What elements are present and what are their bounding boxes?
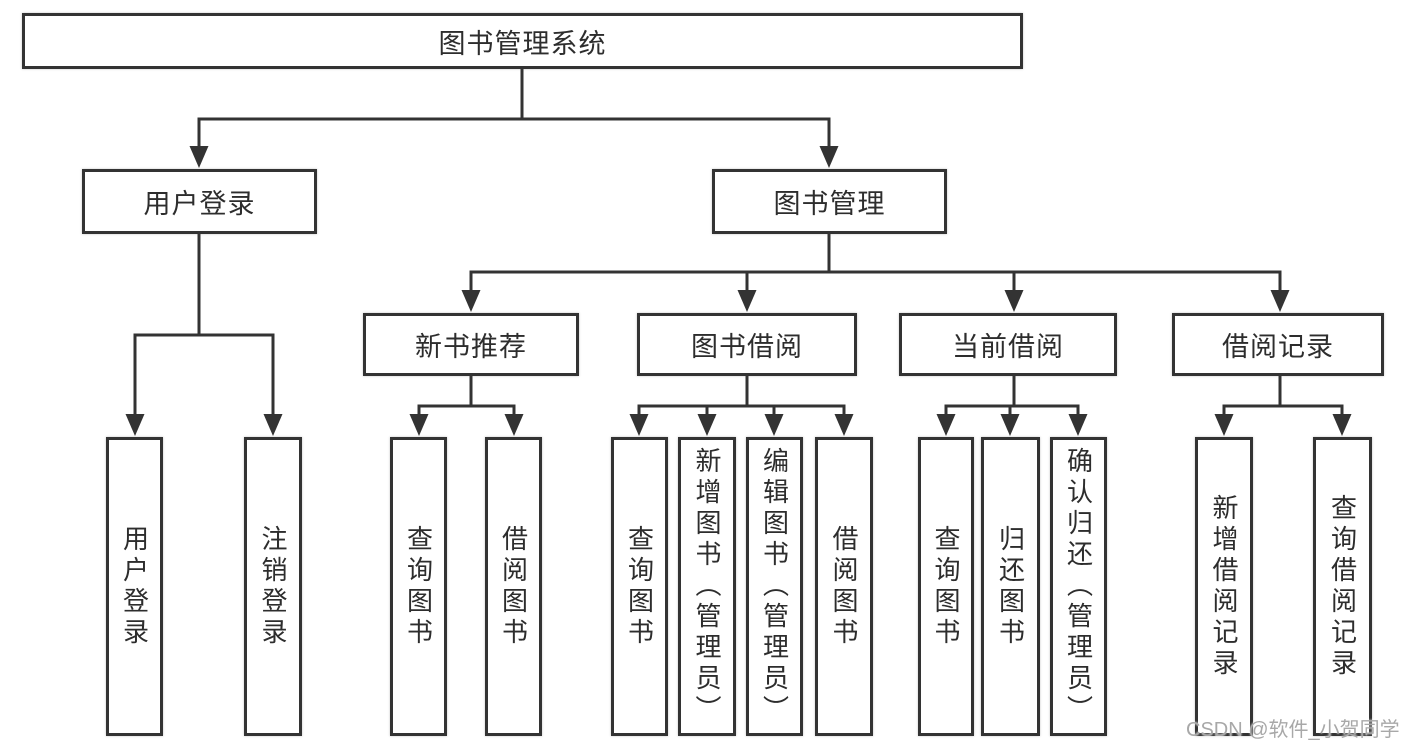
node-borrow-records: 借阅记录 [1172,313,1384,376]
node-current-borrow: 当前借阅 [899,313,1117,376]
leaf-label: 用户登录 [119,524,150,649]
arrow-down-icon [189,146,209,168]
arrow-down-icon [697,414,717,436]
node-label: 借阅记录 [1222,332,1334,362]
connector-bookborrow-split [637,404,846,421]
leaf-user-login: 用户登录 [106,437,163,736]
leaf-edit-book-admin: 编辑图书（管理员） [746,437,803,736]
csdn-watermark: CSDN @软件_小贺同学 [1186,719,1400,741]
leaf-label: 借阅图书 [498,524,529,649]
leaf-label: 编辑图书（管理员） [759,447,790,726]
leaf-return-book: 归还图书 [981,437,1040,736]
node-label: 新书推荐 [415,332,527,362]
leaf-add-book-admin: 新增图书（管理员） [678,437,736,736]
node-new-book-recommend: 新书推荐 [363,313,579,376]
node-book-borrow: 图书借阅 [637,313,857,376]
leaf-query-books-current: 查询图书 [918,437,974,736]
leaf-label: 新增借阅记录 [1209,493,1239,680]
leaf-label: 确认归还（管理员） [1063,447,1094,726]
arrow-down-icon [1004,290,1024,312]
connector-arrowheads [125,146,1352,436]
leaf-borrow-books: 借阅图书 [815,437,873,736]
arrow-down-icon [737,290,757,312]
arrow-down-icon [1068,414,1088,436]
node-label: 图书管理系统 [438,28,607,59]
arrow-down-icon [764,414,784,436]
connector-root-split [197,117,831,150]
leaf-query-books-borrow: 查询图书 [611,437,668,736]
node-label: 图书借阅 [691,332,803,362]
arrow-down-icon [936,414,956,436]
arrow-down-icon [1000,414,1020,436]
leaf-logout: 注销登录 [244,437,302,736]
leaf-label: 借阅图书 [829,524,859,649]
arrow-down-icon [461,290,481,312]
arrow-down-icon [263,414,283,436]
arrow-down-icon [1214,414,1234,436]
leaf-query-borrow-record: 查询借阅记录 [1313,437,1372,736]
connector-bookmgmt-split [469,270,1282,297]
arrow-down-icon [1270,290,1290,312]
arrow-down-icon [125,414,145,436]
node-book-management: 图书管理 [712,169,947,234]
connector-currentborrow-split [944,404,1080,421]
node-label: 当前借阅 [952,332,1064,362]
arrow-down-icon [629,414,649,436]
leaf-query-books-recommend: 查询图书 [390,437,447,736]
leaf-borrow-books-recommend: 借阅图书 [485,437,542,736]
leaf-label: 查询图书 [931,524,961,649]
arrow-down-icon [504,414,524,436]
connector-borrowrecords-split [1222,404,1344,421]
arrow-down-icon [819,146,839,168]
leaf-label: 查询图书 [403,524,434,649]
leaf-label: 注销登录 [258,524,288,649]
leaf-confirm-return-admin: 确认归还（管理员） [1050,437,1107,736]
connector-userlogin-split [133,333,275,421]
arrow-down-icon [834,414,854,436]
leaf-label: 查询借阅记录 [1327,493,1358,680]
node-library-management-system: 图书管理系统 [22,13,1023,69]
leaf-label: 新增图书（管理员） [692,447,722,726]
leaf-label: 查询图书 [624,524,655,649]
node-user-login: 用户登录 [82,169,317,234]
arrow-down-icon [409,414,429,436]
node-label: 图书管理 [773,189,886,219]
arrow-down-icon [1332,414,1352,436]
leaf-add-borrow-record: 新增借阅记录 [1195,437,1253,736]
leaf-label: 归还图书 [995,524,1026,649]
connector-newbook-split [417,404,516,421]
node-label: 用户登录 [143,189,256,219]
